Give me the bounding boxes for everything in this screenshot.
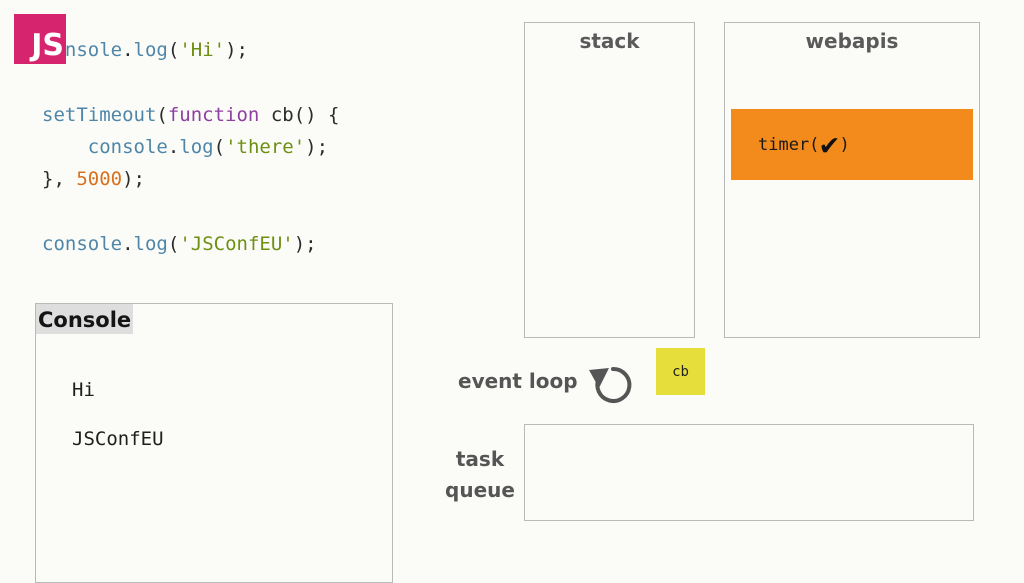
code-token: log <box>133 232 168 255</box>
code-string: 'Hi' <box>179 39 226 61</box>
timer-label: timer( <box>758 134 820 155</box>
stack-panel: stack <box>524 22 695 338</box>
js-logo-text: JS <box>31 28 64 63</box>
stack-title: stack <box>579 29 640 53</box>
webapis-title: webapis <box>805 29 899 53</box>
code-number: 5000 <box>76 168 123 191</box>
timer-item: timer(✔) <box>731 109 973 180</box>
code-token: console <box>87 135 168 158</box>
timer-close: ) <box>839 134 850 155</box>
code-line-1: console.log('Hi'); <box>42 39 248 61</box>
code-string: 'there' <box>225 135 306 158</box>
task-queue-label-line-1: task <box>455 447 505 471</box>
code-snippet: console.log('Hi'); setTimeout(function c… <box>42 34 339 260</box>
console-panel: Console Hi JSConfEU <box>35 303 393 583</box>
code-token: console <box>42 232 123 255</box>
code-line-4: }, 5000); <box>42 168 145 191</box>
code-line-5: console.log('JSConfEU'); <box>42 232 317 255</box>
js-logo: JS <box>14 14 66 64</box>
refresh-icon <box>586 361 636 412</box>
console-output: Hi JSConfEU <box>72 378 164 476</box>
callback-label: cb <box>672 363 689 380</box>
code-token: log <box>133 39 168 61</box>
console-line: JSConfEU <box>72 428 164 450</box>
task-queue-label: task queue <box>440 444 520 506</box>
code-token: log <box>179 135 214 158</box>
event-loop-label: event loop <box>458 369 578 393</box>
webapis-panel: webapis <box>724 22 980 338</box>
code-line-3: console.log('there'); <box>87 135 329 158</box>
code-line-2: setTimeout(function cb() { <box>42 103 340 126</box>
code-keyword: function <box>167 103 260 126</box>
code-token: cb <box>270 103 294 126</box>
console-title: Console <box>36 304 134 334</box>
queued-callback-cb: cb <box>656 348 705 395</box>
code-token: setTimeout <box>42 103 157 126</box>
task-queue-panel <box>524 424 974 521</box>
checkmark-icon: ✔ <box>820 126 839 162</box>
code-string: 'JSConfEU' <box>179 232 294 255</box>
console-line: Hi <box>72 379 95 401</box>
task-queue-label-line-2: queue <box>445 478 515 502</box>
